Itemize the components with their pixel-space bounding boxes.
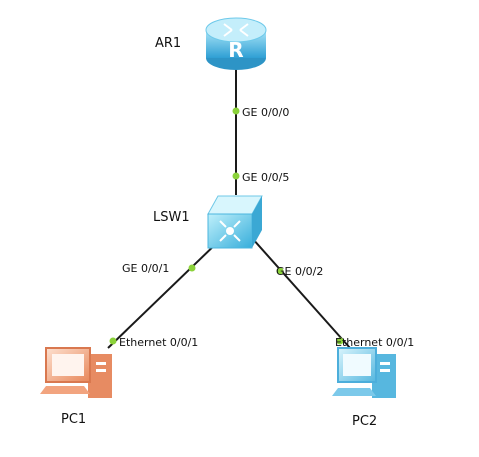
switch-icon xyxy=(207,195,263,249)
pc-pc1[interactable]: PC1 xyxy=(40,347,112,427)
port-label-pc2-eth001: Ethernet 0/0/1 xyxy=(335,336,414,349)
port-label-lsw1-ge001: GE 0/0/1 xyxy=(122,262,169,275)
router-ar1-label: AR1 xyxy=(155,36,181,51)
port-indicator-lsw1-ge005 xyxy=(232,172,240,180)
port-label-ar1-ge000: GE 0/0/0 xyxy=(242,106,289,119)
port-label-lsw1-ge005: GE 0/0/5 xyxy=(242,171,289,184)
port-indicator-lsw1-ge001 xyxy=(188,264,196,272)
port-label-lsw1-ge002: GE 0/0/2 xyxy=(276,265,323,278)
pc-pc2[interactable]: PC2 xyxy=(332,347,396,429)
router-icon: R xyxy=(205,17,267,70)
router-ar1[interactable]: R AR1 xyxy=(155,17,267,70)
port-indicator-pc2-eth001 xyxy=(336,337,344,345)
port-indicator-lsw1-ge002 xyxy=(276,267,284,275)
port-indicator-pc1-eth001 xyxy=(109,337,117,345)
link-lsw1-pc1 xyxy=(107,237,223,349)
switch-lsw1[interactable]: LSW1 xyxy=(153,195,263,249)
svg-text:R: R xyxy=(228,38,243,62)
link-lsw1-pc2 xyxy=(251,237,351,349)
pc-icon xyxy=(40,347,112,398)
pc-icon xyxy=(332,347,396,398)
pc2-label: PC2 xyxy=(352,414,377,429)
port-indicator-ar1-ge000 xyxy=(232,107,240,115)
switch-lsw1-label: LSW1 xyxy=(153,210,190,225)
pc1-label: PC1 xyxy=(61,412,86,427)
port-label-pc1-eth001: Ethernet 0/0/1 xyxy=(119,336,198,349)
